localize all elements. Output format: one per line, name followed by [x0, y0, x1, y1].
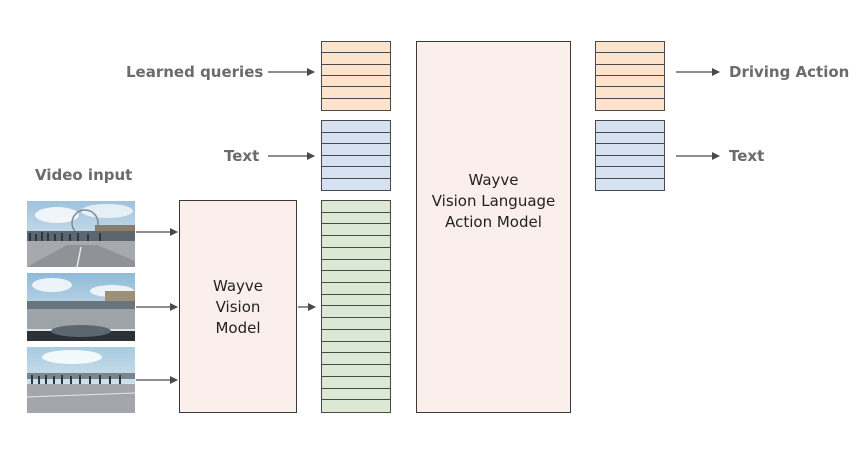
token-row	[596, 156, 664, 167]
token-row	[322, 260, 390, 272]
vision-model-box: Wayve Vision Model	[179, 200, 297, 413]
token-row	[322, 318, 390, 330]
token-row	[322, 248, 390, 260]
token-row	[596, 76, 664, 88]
token-row	[322, 389, 390, 401]
token-row	[322, 167, 390, 179]
token-row	[322, 330, 390, 342]
token-row	[596, 167, 664, 179]
token-row	[322, 342, 390, 354]
token-row	[322, 156, 390, 167]
token-row	[322, 365, 390, 377]
text-input-label: Text	[224, 147, 260, 165]
token-row	[322, 76, 390, 88]
token-row	[322, 213, 390, 225]
vla-model-box: Wayve Vision Language Action Model	[416, 41, 571, 413]
token-row	[322, 42, 390, 54]
token-row	[596, 42, 664, 54]
driving-action-label: Driving Action	[729, 63, 850, 81]
token-row	[596, 87, 664, 99]
token-row	[322, 295, 390, 307]
vla-model-line-3: Action Model	[445, 213, 542, 231]
text-output-tokens	[595, 120, 665, 191]
token-row	[322, 353, 390, 366]
token-row	[322, 224, 390, 237]
token-row	[322, 283, 390, 295]
token-row	[322, 201, 390, 213]
token-row	[322, 121, 390, 133]
token-row	[322, 306, 390, 319]
learned-query-tokens	[321, 41, 391, 111]
token-row	[322, 65, 390, 76]
token-row	[596, 133, 664, 144]
token-row	[322, 87, 390, 99]
vision-model-line-2: Vision	[215, 298, 261, 316]
vision-model-line-3: Model	[215, 319, 261, 337]
vla-model-line-2: Vision Language	[431, 192, 556, 210]
video-frame-3	[27, 347, 135, 413]
text-input-tokens	[321, 120, 391, 191]
video-frame-1	[27, 201, 135, 267]
token-row	[322, 236, 390, 248]
driving-action-tokens	[595, 41, 665, 111]
learned-queries-label: Learned queries	[126, 63, 264, 81]
token-row	[596, 53, 664, 65]
token-row	[596, 121, 664, 133]
video-input-label: Video input	[35, 166, 133, 184]
token-row	[596, 65, 664, 76]
token-row	[322, 377, 390, 389]
token-row	[322, 53, 390, 65]
token-row	[322, 144, 390, 156]
vision-model-line-1: Wayve	[212, 277, 264, 295]
token-row	[596, 144, 664, 156]
token-row	[322, 133, 390, 144]
text-output-label: Text	[729, 147, 765, 165]
vla-model-line-1: Wayve	[468, 171, 519, 189]
vision-tokens	[321, 200, 391, 413]
token-row	[322, 271, 390, 284]
video-frame-2	[27, 273, 135, 341]
